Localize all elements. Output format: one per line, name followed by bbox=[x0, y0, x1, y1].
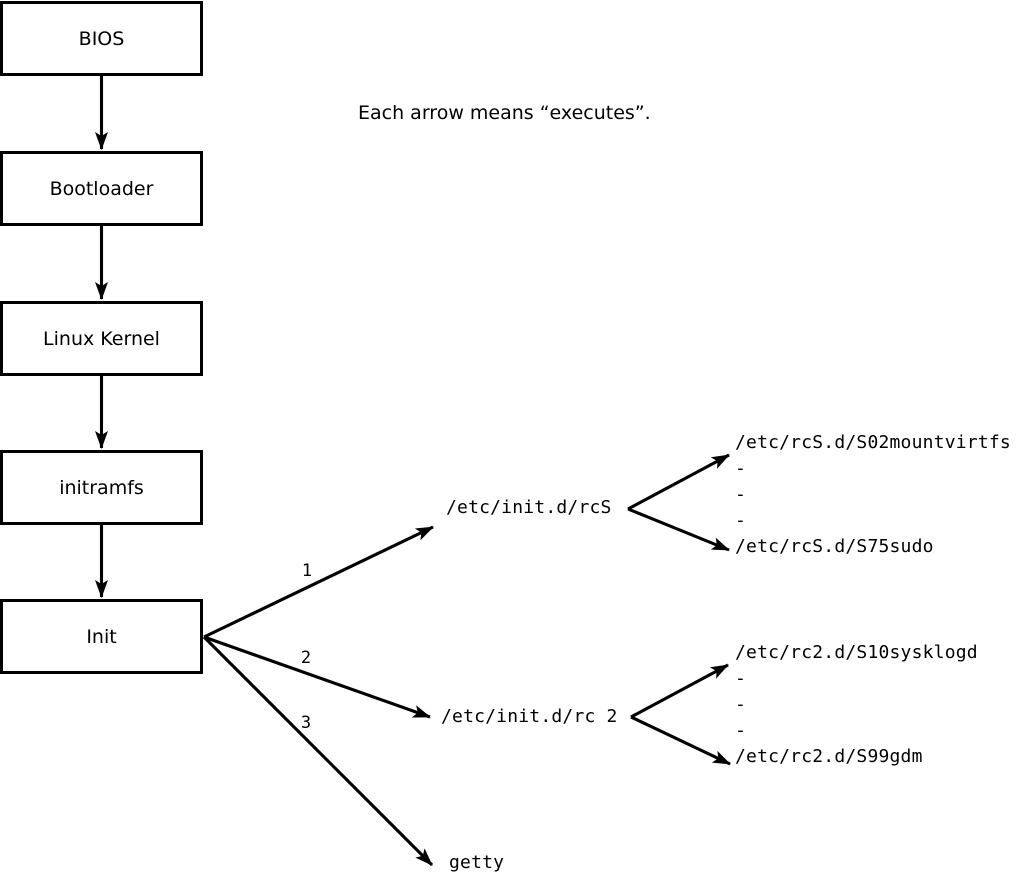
target-getty: getty bbox=[449, 852, 505, 873]
script-entry-S02mountvirtfs: /etc/rcS.d/S02mountvirtfs bbox=[735, 432, 1011, 453]
node-bios-label: BIOS bbox=[78, 27, 125, 50]
script-entry-ellipsis: - bbox=[735, 694, 747, 715]
arrow-rc2-to-S10sysklogd bbox=[630, 663, 729, 719]
script-entry-S99gdm: /etc/rc2.d/S99gdm bbox=[735, 746, 923, 767]
arrow-init-to-getty bbox=[202, 635, 434, 867]
node-bootloader-label: Bootloader bbox=[49, 177, 154, 200]
node-init: Init bbox=[0, 599, 203, 674]
node-linux-kernel: Linux Kernel bbox=[0, 301, 203, 376]
rc2-script-list: /etc/rc2.d/S10sysklogd - - - /etc/rc2.d/… bbox=[735, 640, 978, 770]
arrow-rcS-to-S02mountvirtfs bbox=[627, 453, 730, 511]
script-entry-ellipsis: - bbox=[735, 458, 747, 479]
script-entry-S10sysklogd: /etc/rc2.d/S10sysklogd bbox=[735, 642, 978, 663]
node-initramfs-label: initramfs bbox=[59, 476, 144, 499]
node-bios: BIOS bbox=[0, 1, 203, 76]
arrow-rc2-to-S99gdm bbox=[630, 715, 731, 766]
script-entry-ellipsis: - bbox=[735, 720, 747, 741]
arrow-number-3: 3 bbox=[300, 713, 312, 733]
script-entry-ellipsis: - bbox=[735, 668, 747, 689]
script-entry-S75sudo: /etc/rcS.d/S75sudo bbox=[735, 536, 934, 557]
arrow-init-to-rc2 bbox=[203, 635, 431, 719]
arrow-number-1: 1 bbox=[301, 561, 313, 581]
arrow-init-to-rcS bbox=[203, 525, 434, 639]
diagram-caption: Each arrow means “executes”. bbox=[358, 102, 651, 124]
target-rc2: /etc/init.d/rc 2 bbox=[441, 706, 618, 727]
rcS-script-list: /etc/rcS.d/S02mountvirtfs - - - /etc/rcS… bbox=[735, 430, 1011, 560]
node-bootloader: Bootloader bbox=[0, 151, 203, 226]
target-rcS: /etc/init.d/rcS bbox=[446, 497, 612, 518]
script-entry-ellipsis: - bbox=[735, 510, 747, 531]
node-linux-kernel-label: Linux Kernel bbox=[43, 327, 160, 350]
node-init-label: Init bbox=[86, 625, 117, 648]
arrow-number-2: 2 bbox=[300, 648, 312, 668]
arrow-rcS-to-S75sudo bbox=[627, 507, 730, 552]
script-entry-ellipsis: - bbox=[735, 484, 747, 505]
node-initramfs: initramfs bbox=[0, 450, 203, 525]
